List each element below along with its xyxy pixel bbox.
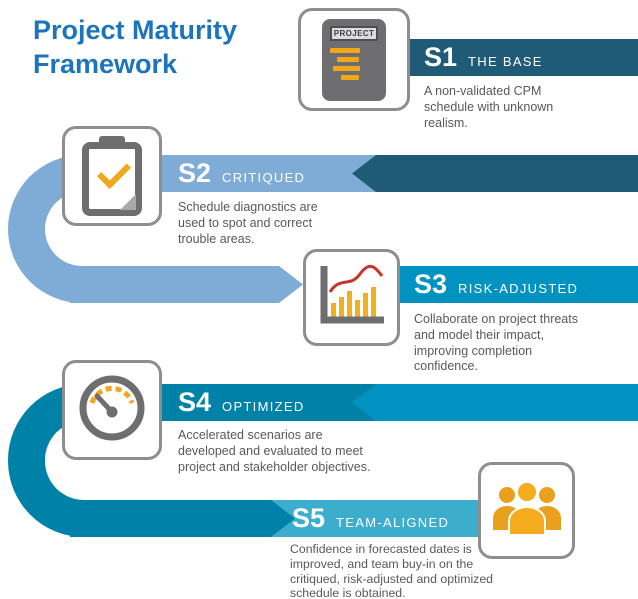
gantt-bar <box>341 74 359 80</box>
project-document-icon: PROJECT <box>322 18 386 101</box>
checkmark-icon <box>97 155 131 189</box>
stage4-description: Accelerated scenarios are developed and … <box>178 428 371 474</box>
stage5-name: TEAM-ALIGNED <box>336 515 450 530</box>
clipboard-check-icon <box>82 136 142 216</box>
stage5-icon-card <box>478 462 575 559</box>
gantt-bar <box>333 65 360 71</box>
page-title: Project Maturity Framework <box>33 15 238 79</box>
gauge-icon <box>76 372 148 449</box>
project-document-label: PROJECT <box>330 25 378 41</box>
stage4-icon-card <box>62 360 162 460</box>
stage3-band: S3 RISK-ADJUSTED <box>358 266 638 303</box>
stage1-icon-card: PROJECT <box>298 8 410 111</box>
stage2-name: CRITIQUED <box>222 170 306 185</box>
stage2-icon-card <box>62 126 162 226</box>
connector-into-stage4 <box>352 384 638 421</box>
gantt-bar <box>330 47 360 53</box>
stage3-name: RISK-ADJUSTED <box>458 281 579 296</box>
stage3-description: Collaborate on project threats and model… <box>414 312 578 374</box>
stage4-number: S4 <box>178 387 212 417</box>
stage2-description: Schedule diagnostics are used to spot an… <box>178 200 318 246</box>
stage5-band: S5 TEAM-ALIGNED <box>262 500 480 537</box>
team-icon <box>489 478 565 543</box>
clipboard-clip <box>99 136 125 148</box>
stage5-description: Confidence in forecasted dates is improv… <box>290 542 494 599</box>
stage3-icon-card <box>303 249 400 346</box>
stage4-name: OPTIMIZED <box>222 399 305 414</box>
stage1-number: S1 <box>424 42 458 72</box>
folded-corner <box>120 194 136 210</box>
stage5-number: S5 <box>292 503 326 533</box>
connector-into-stage3 <box>70 266 303 303</box>
bar-chart-icon <box>316 262 388 333</box>
gantt-bar <box>337 56 359 62</box>
connector-into-stage2 <box>352 155 638 192</box>
stage1-name: THE BASE <box>468 54 543 69</box>
stage3-number: S3 <box>414 269 448 299</box>
stage2-number: S2 <box>178 158 212 188</box>
connector-into-stage5 <box>70 500 295 537</box>
stage1-description: A non-validated CPM schedule with unknow… <box>424 84 554 130</box>
